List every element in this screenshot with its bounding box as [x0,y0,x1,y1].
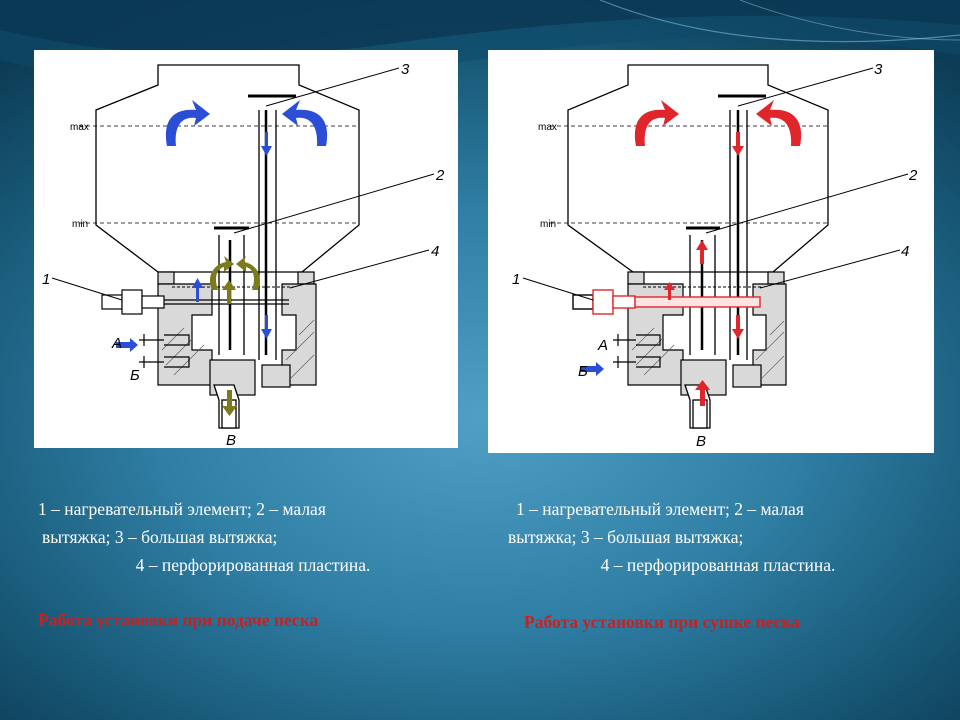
inlet-arrow-a-icon [116,338,138,352]
sand-flow-arrow-left-icon [165,100,210,146]
hot-air-arrow-right-icon [756,100,802,146]
legend-caption-right: 1 – нагревательный элемент; 2 – малая вы… [508,495,928,579]
min-level-label: min [540,219,556,230]
caption-line: 1 – нагревательный элемент; 2 – малая [516,499,804,519]
label-3: 3 [401,61,410,78]
label-1: 1 [42,271,50,288]
label-4: 4 [431,243,439,260]
label-a: А [597,337,608,354]
diagram-panel-sand-feed: max min [34,50,458,448]
caption-line: 4 – перфорированная пластина. [135,555,371,575]
caption-line: вытяжка; 3 – большая вытяжка; [508,527,744,547]
label-1: 1 [512,271,520,288]
caption-line: 1 – нагревательный элемент; 2 – малая [38,499,326,519]
inlet-arrow-b-icon [580,362,604,376]
sand-flow-arrow-right-icon [282,100,328,146]
label-b: Б [130,367,140,384]
label-v: В [226,432,236,448]
label-a: А [111,335,122,352]
label-2: 2 [908,167,918,184]
max-level-label: max [538,122,557,133]
label-b: Б [578,363,588,380]
max-level-label: max [70,122,89,133]
apparatus-diagram-drying: max min [512,61,918,450]
label-3: 3 [874,61,883,78]
mode-title-sand-drying: Работа установки при сушке песка [524,612,800,632]
legend-caption-left: 1 – нагревательный элемент; 2 – малая вы… [38,495,468,579]
diagram-panel-sand-drying: max min [488,50,934,453]
label-4: 4 [901,243,909,260]
hot-air-arrow-left-icon [634,100,679,146]
label-2: 2 [435,167,445,184]
apparatus-diagram-feed: max min [42,61,445,448]
label-v: В [696,433,706,450]
caption-line: 4 – перфорированная пластина. [600,555,836,575]
mode-title-sand-feed: Работа установки при подаче песка [38,610,319,630]
min-level-label: min [72,219,88,230]
caption-line: вытяжка; 3 – большая вытяжка; [42,527,278,547]
